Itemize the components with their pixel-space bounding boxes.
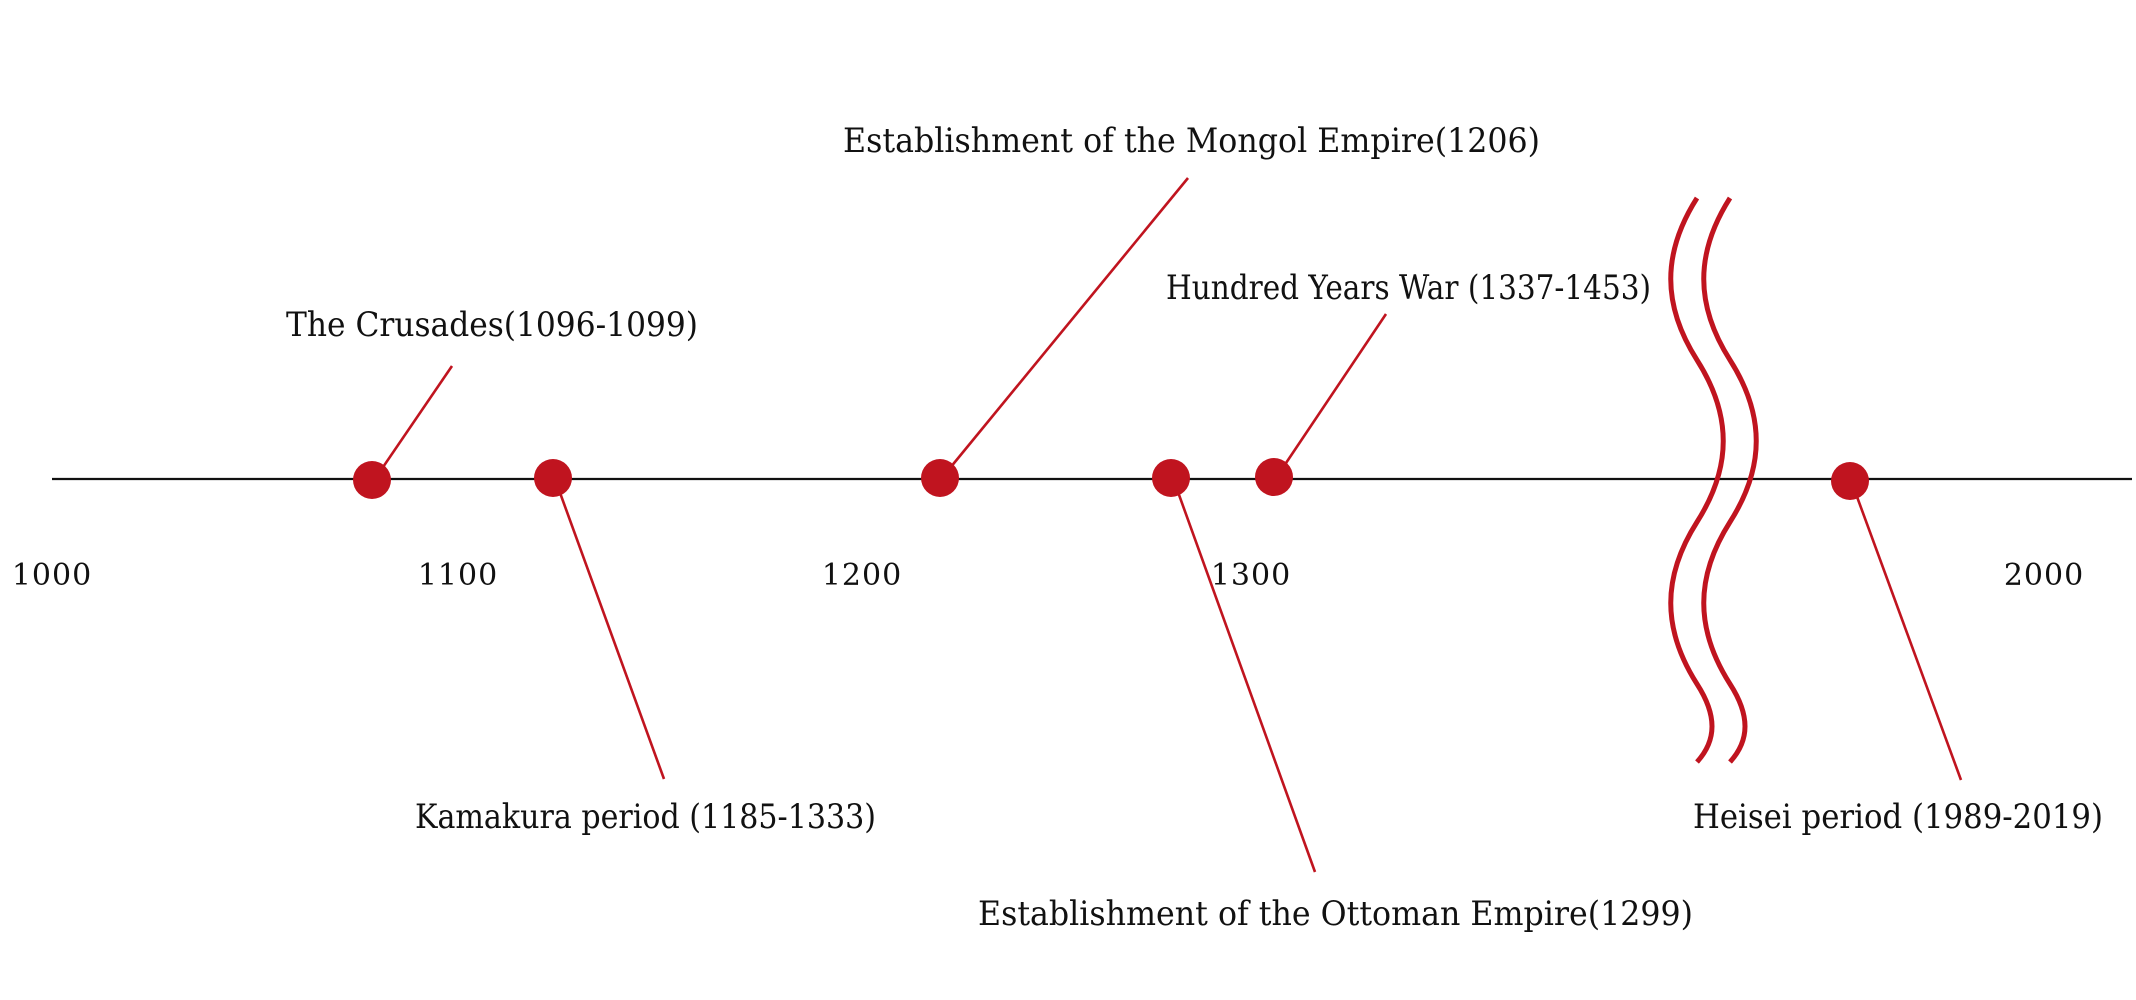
axis-break-icon bbox=[1668, 196, 1759, 764]
event-crusades: The Crusades(1096-1099) bbox=[286, 305, 698, 499]
event-ottoman-empire-marker[interactable] bbox=[1152, 459, 1190, 497]
event-crusades-label: The Crusades(1096-1099) bbox=[286, 305, 698, 345]
event-hundred-years-war-label: Hundred Years War (1337-1453) bbox=[1166, 268, 1651, 308]
event-kamakura-connector bbox=[557, 489, 666, 780]
event-hundred-years-war: Hundred Years War (1337-1453) bbox=[1166, 268, 1651, 496]
event-mongol-empire-label: Establishment of the Mongol Empire(1206) bbox=[843, 121, 1540, 161]
event-kamakura-label: Kamakura period (1185-1333) bbox=[415, 797, 876, 837]
event-heisei-label: Heisei period (1989-2019) bbox=[1693, 797, 2103, 837]
event-kamakura: Kamakura period (1185-1333) bbox=[415, 459, 876, 837]
event-mongol-empire-connector bbox=[948, 177, 1190, 469]
event-hundred-years-war-marker[interactable] bbox=[1255, 458, 1293, 496]
event-mongol-empire-marker[interactable] bbox=[921, 459, 959, 497]
event-heisei-connector bbox=[1854, 493, 1963, 781]
tick-label-1100: 1100 bbox=[418, 558, 498, 593]
event-mongol-empire: Establishment of the Mongol Empire(1206) bbox=[843, 121, 1540, 497]
event-crusades-connector bbox=[379, 365, 454, 471]
tick-label-2000: 2000 bbox=[2004, 558, 2084, 593]
event-ottoman-empire: Establishment of the Ottoman Empire(1299… bbox=[978, 459, 1693, 934]
tick-label-1200: 1200 bbox=[822, 558, 902, 593]
event-kamakura-marker[interactable] bbox=[534, 459, 572, 497]
event-heisei-marker[interactable] bbox=[1831, 462, 1869, 500]
event-heisei: Heisei period (1989-2019) bbox=[1693, 462, 2103, 837]
event-hundred-years-war-connector bbox=[1282, 313, 1388, 467]
event-crusades-marker[interactable] bbox=[353, 461, 391, 499]
tick-label-1000: 1000 bbox=[12, 558, 92, 593]
tick-label-1300: 1300 bbox=[1211, 558, 1291, 593]
event-ottoman-empire-label: Establishment of the Ottoman Empire(1299… bbox=[978, 894, 1693, 934]
axis-tick-labels: 1000 1100 1200 1300 2000 bbox=[12, 558, 2084, 593]
event-ottoman-empire-connector bbox=[1176, 491, 1317, 873]
